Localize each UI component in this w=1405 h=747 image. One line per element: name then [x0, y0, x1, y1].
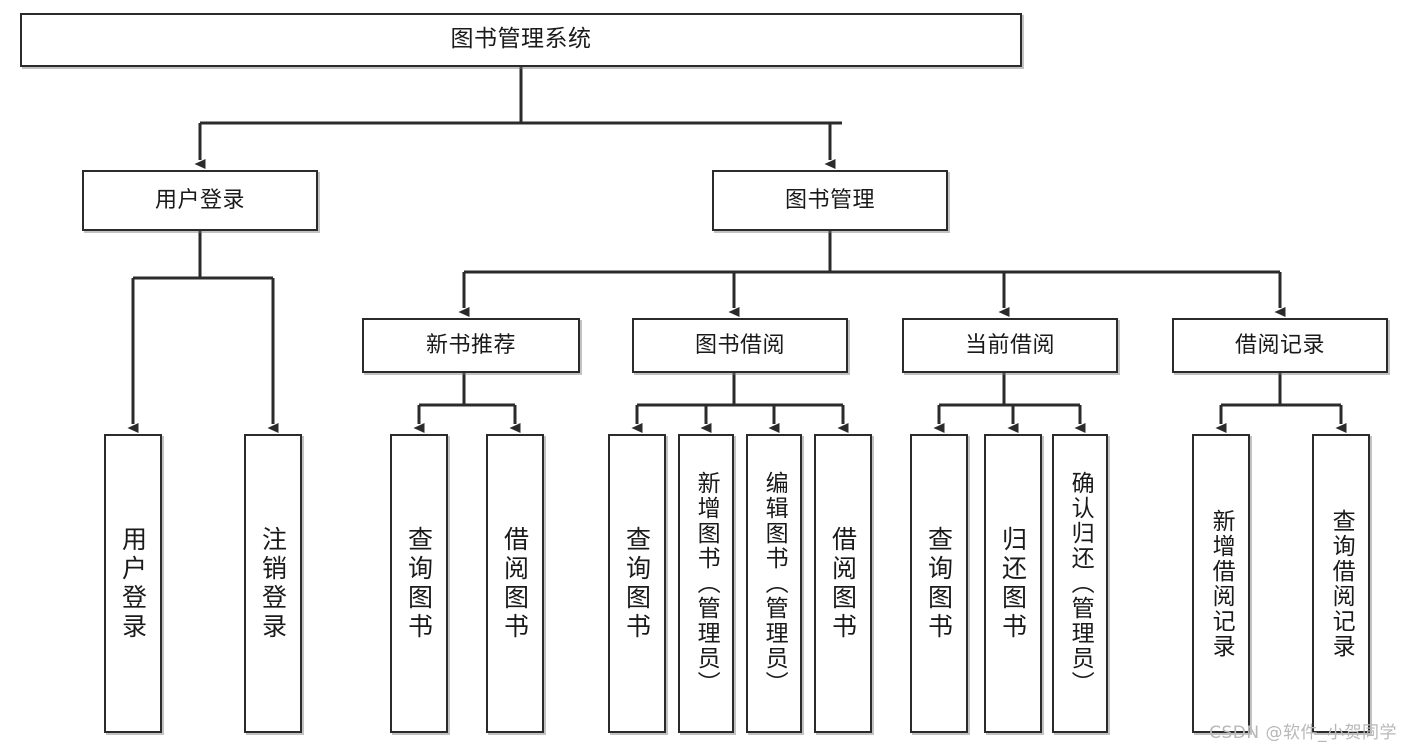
- node-leaf-borrow-book-bw[interactable]: 借阅图书: [814, 434, 872, 733]
- node-user-login-label: 用户登录: [154, 187, 245, 213]
- node-leaf-query-book-cb[interactable]: 查询图书: [910, 434, 968, 733]
- node-current-borrow-label: 当前借阅: [964, 332, 1055, 358]
- node-book-manage[interactable]: 图书管理: [712, 170, 948, 231]
- node-root[interactable]: 图书管理系统: [20, 13, 1022, 67]
- node-leaf-confirm-return-label: 确认归还（管理员）: [1067, 471, 1094, 696]
- csdn-watermark: CSDN @软件_小贺同学: [1209, 723, 1397, 743]
- node-book-borrow-label: 图书借阅: [694, 332, 785, 358]
- node-leaf-edit-book[interactable]: 编辑图书（管理员）: [746, 434, 802, 733]
- node-root-label: 图书管理系统: [450, 26, 592, 53]
- node-leaf-query-book-cb-label: 查询图书: [924, 525, 954, 642]
- node-leaf-query-book-bw-label: 查询图书: [622, 525, 652, 642]
- node-leaf-borrow-book-rec-label: 借阅图书: [500, 525, 530, 642]
- node-book-borrow[interactable]: 图书借阅: [632, 318, 848, 373]
- node-leaf-confirm-return[interactable]: 确认归还（管理员）: [1052, 434, 1108, 733]
- node-leaf-add-book-label: 新增图书（管理员）: [693, 471, 720, 696]
- node-leaf-return-book-label: 归还图书: [998, 525, 1028, 642]
- node-borrow-record-label: 借阅记录: [1234, 332, 1325, 358]
- node-leaf-borrow-book-rec[interactable]: 借阅图书: [486, 434, 544, 733]
- node-leaf-query-record[interactable]: 查询借阅记录: [1312, 434, 1370, 733]
- node-leaf-logout-label: 注销登录: [258, 525, 288, 642]
- node-leaf-add-record[interactable]: 新增借阅记录: [1192, 434, 1250, 733]
- node-leaf-user-login[interactable]: 用户登录: [104, 434, 162, 733]
- node-leaf-query-book-rec-label: 查询图书: [404, 525, 434, 642]
- node-leaf-add-record-label: 新增借阅记录: [1208, 508, 1235, 659]
- node-new-book-rec[interactable]: 新书推荐: [362, 318, 580, 373]
- node-leaf-query-record-label: 查询借阅记录: [1328, 508, 1355, 659]
- node-book-manage-label: 图书管理: [784, 187, 875, 213]
- node-new-book-rec-label: 新书推荐: [425, 332, 516, 358]
- node-leaf-add-book[interactable]: 新增图书（管理员）: [678, 434, 734, 733]
- node-leaf-edit-book-label: 编辑图书（管理员）: [761, 471, 788, 696]
- node-leaf-logout[interactable]: 注销登录: [244, 434, 302, 733]
- node-leaf-borrow-book-bw-label: 借阅图书: [828, 525, 858, 642]
- node-borrow-record[interactable]: 借阅记录: [1172, 318, 1388, 373]
- node-leaf-user-login-label: 用户登录: [118, 525, 148, 642]
- node-leaf-query-book-bw[interactable]: 查询图书: [608, 434, 666, 733]
- node-user-login[interactable]: 用户登录: [82, 170, 318, 231]
- node-current-borrow[interactable]: 当前借阅: [902, 318, 1118, 373]
- node-leaf-return-book[interactable]: 归还图书: [984, 434, 1042, 733]
- node-leaf-query-book-rec[interactable]: 查询图书: [390, 434, 448, 733]
